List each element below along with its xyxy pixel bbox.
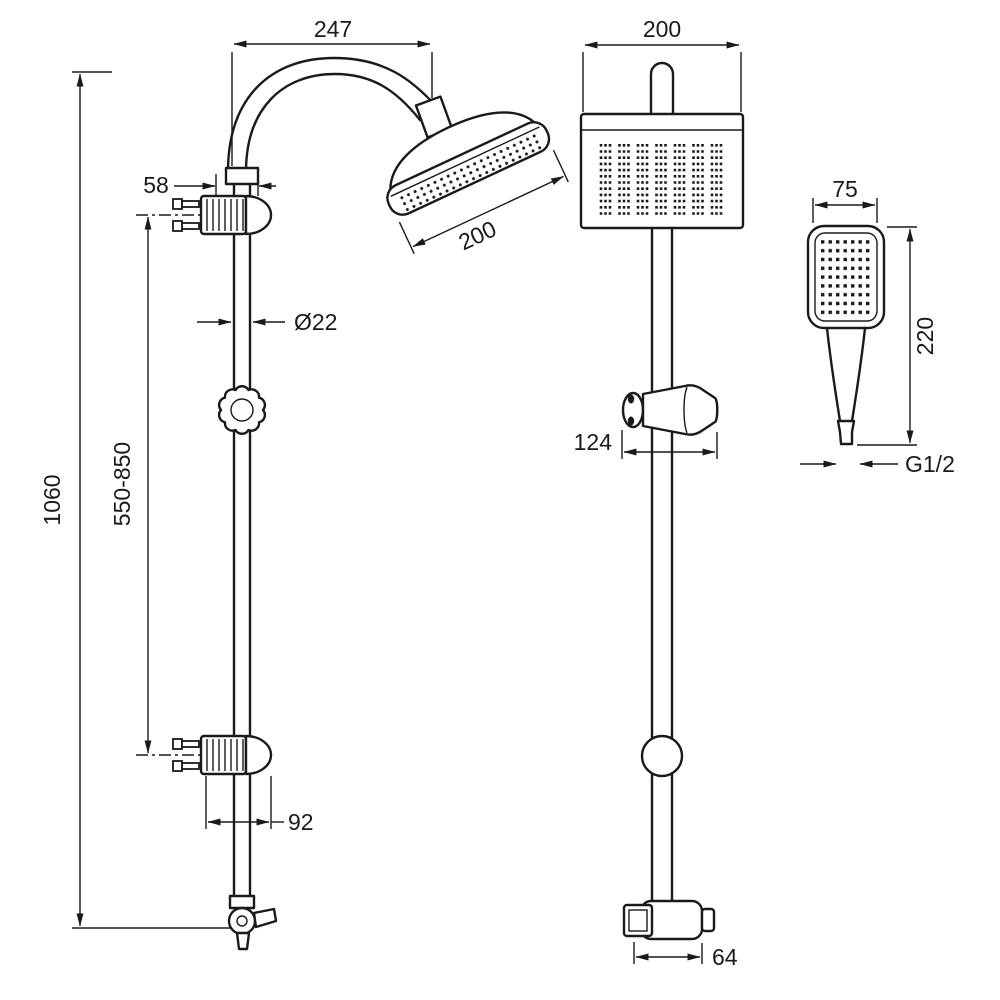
hose-nipple: [700, 907, 716, 933]
diverter-valve-block: [622, 903, 654, 938]
handshower-view: [806, 224, 886, 446]
handshower-head: [806, 224, 886, 330]
handshower-holder: [621, 384, 719, 436]
dim-bracket-range: 550-850: [109, 216, 152, 754]
diverter-lever: [252, 907, 278, 929]
handshower-handle: [825, 326, 867, 446]
dim-label-bracket-range: 550-850: [109, 442, 135, 526]
dim-pipe-diameter: Ø22: [197, 309, 337, 335]
dim-label-pipe-diameter: Ø22: [294, 309, 337, 335]
dim-label-thread: G1/2: [905, 451, 955, 477]
riser-knob-front: [640, 734, 684, 778]
front-view: [579, 61, 745, 941]
riser-knob-side: [217, 385, 267, 435]
dim-front-head-width: 200: [582, 16, 742, 112]
dim-label-hand-width: 75: [832, 176, 858, 202]
dim-holder-width: 124: [574, 429, 718, 459]
dim-label-front-head-width: 200: [643, 16, 681, 42]
dim-label-head-diameter: 200: [454, 215, 500, 255]
front-top-stub: [649, 61, 675, 116]
outlet-spout: [235, 931, 251, 951]
riser-pipe-front: [650, 226, 674, 904]
dim-bracket-width: 92: [205, 776, 314, 835]
shower-arm: [226, 56, 454, 174]
riser-pipe-side: [224, 166, 260, 900]
dim-total-height: 1060: [39, 71, 230, 929]
handshower-inlet-nozzle: [836, 419, 856, 446]
dim-wall-offset: 58: [143, 172, 276, 198]
dim-label-wall-offset: 58: [143, 172, 169, 198]
dim-label-diverter-width: 64: [712, 944, 738, 970]
dim-label-arm-reach: 247: [314, 16, 352, 42]
dim-diverter-width: 64: [633, 942, 738, 970]
bottom-diverter-side: [227, 894, 278, 951]
wall-bracket-top: [136, 194, 273, 236]
handshower-nozzle-grid: [820, 239, 873, 316]
dim-thread: G1/2: [800, 451, 955, 477]
dim-label-holder-width: 124: [574, 429, 613, 455]
dim-label-bracket-width: 92: [288, 809, 314, 835]
dim-arm-reach: 247: [231, 16, 433, 166]
bottom-tee-front: [622, 899, 716, 941]
dim-label-hand-length: 220: [912, 317, 938, 355]
wall-bracket-bottom: [136, 734, 273, 776]
side-view: [136, 56, 551, 951]
arm-base-connector: [224, 166, 260, 186]
rain-head-front: [579, 112, 745, 230]
dim-label-total-height: 1060: [39, 474, 65, 525]
rain-head-side: [386, 111, 551, 216]
dim-hand-width: 75: [812, 176, 878, 223]
dim-hand-length: 220: [857, 226, 938, 446]
dimensions: 247 200 58 200 Ø22: [39, 16, 955, 970]
